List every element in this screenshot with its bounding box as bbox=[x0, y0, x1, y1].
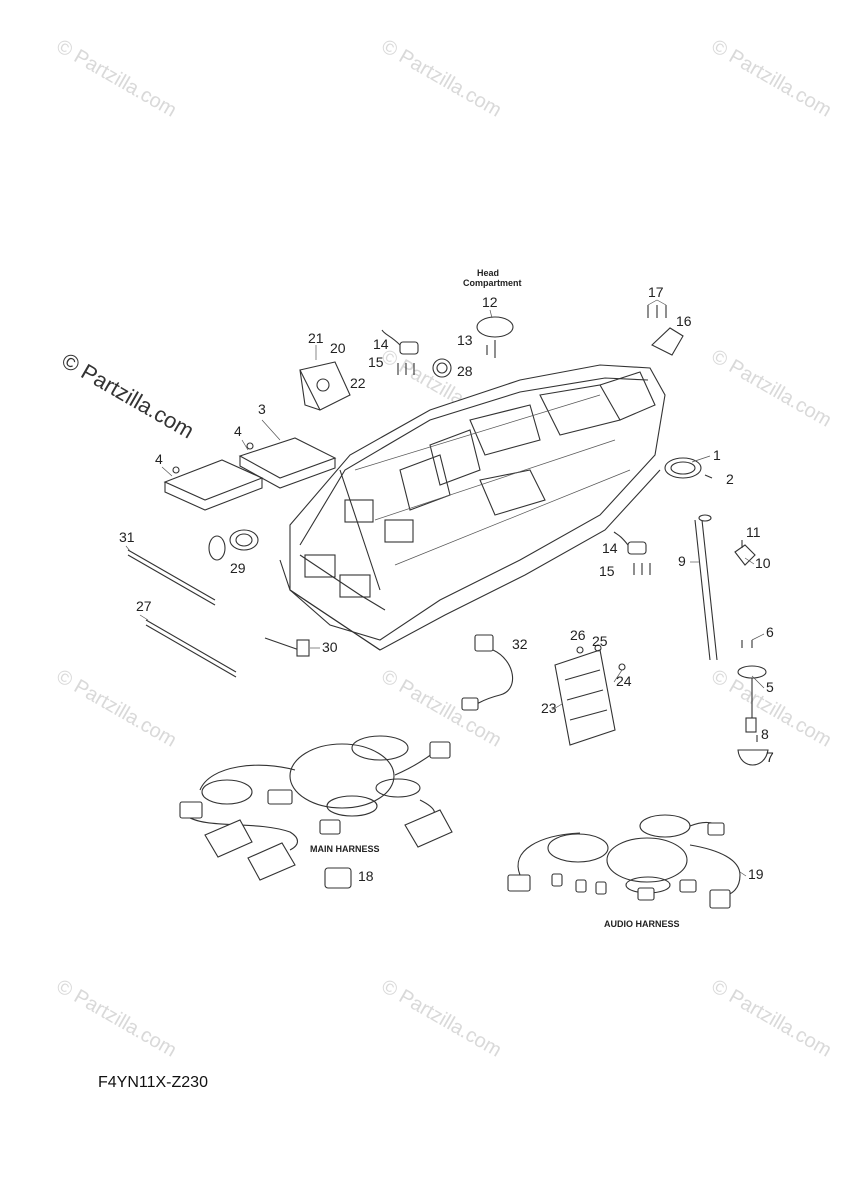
callout-label: 15 bbox=[368, 354, 384, 370]
callout-label: 2 bbox=[726, 471, 734, 487]
callout-label: 9 bbox=[678, 553, 686, 569]
callout-label: 20 bbox=[330, 340, 346, 356]
head-compartment-label: Head bbox=[477, 268, 499, 278]
watermark-dark: © Partzilla.com bbox=[58, 348, 199, 444]
callout-label: 3 bbox=[258, 401, 266, 417]
head-compartment-light bbox=[476, 316, 514, 358]
callout-label: 29 bbox=[230, 560, 246, 576]
callout-label: 4 bbox=[234, 423, 242, 439]
callout-label: 6 bbox=[766, 624, 774, 640]
control-unit bbox=[554, 644, 626, 746]
callout-label: 8 bbox=[761, 726, 769, 742]
battery-tray-parts bbox=[163, 437, 337, 511]
sensor-30 bbox=[264, 637, 310, 657]
callout-label: 5 bbox=[766, 679, 774, 695]
callout-label: 28 bbox=[457, 363, 473, 379]
leader-lines bbox=[125, 299, 765, 877]
callout-label: 24 bbox=[616, 673, 632, 689]
callout-label: 15 bbox=[599, 563, 615, 579]
callout-label: 17 bbox=[648, 284, 664, 300]
callout-label: 10 bbox=[755, 555, 771, 571]
switch-mid bbox=[613, 531, 651, 575]
audio-harness bbox=[507, 814, 741, 909]
switch-upper bbox=[381, 329, 419, 375]
watermark: © Partzilla.com bbox=[708, 975, 836, 1061]
callout-label: 19 bbox=[748, 866, 764, 882]
callout-label: 22 bbox=[350, 375, 366, 391]
callout-label: 32 bbox=[512, 636, 528, 652]
callout-label: 27 bbox=[136, 598, 152, 614]
watermark: © Partzilla.com bbox=[53, 665, 181, 751]
watermark: © Partzilla.com bbox=[708, 35, 836, 121]
callout-label: 12 bbox=[482, 294, 498, 310]
main-harness-label: MAIN HARNESS bbox=[310, 844, 380, 854]
outlet-socket bbox=[208, 529, 259, 561]
main-harness bbox=[179, 735, 453, 889]
callout-label: 23 bbox=[541, 700, 557, 716]
watermark: © Partzilla.com bbox=[53, 35, 181, 121]
callout-label: 7 bbox=[766, 749, 774, 765]
watermark: © Partzilla.com bbox=[378, 35, 506, 121]
callout-label: 4 bbox=[155, 451, 163, 467]
head-compartment-label: Compartment bbox=[463, 278, 522, 288]
watermark: © Partzilla.com bbox=[708, 345, 836, 431]
fuel-sender-parts bbox=[737, 640, 769, 766]
callout-label: 14 bbox=[373, 336, 389, 352]
callout-label: 13 bbox=[457, 332, 473, 348]
callout-labels: 1 2 3 4 4 5 6 7 8 9 10 11 12 13 14 14 15… bbox=[119, 284, 774, 884]
antenna-mast bbox=[694, 514, 756, 661]
watermark: © Partzilla.com bbox=[53, 975, 181, 1061]
callout-label: 1 bbox=[713, 447, 721, 463]
callout-label: 11 bbox=[746, 524, 761, 540]
watermark: © Partzilla.com bbox=[378, 975, 506, 1061]
callout-label: 25 bbox=[592, 633, 608, 649]
audio-harness-label: AUDIO HARNESS bbox=[604, 919, 680, 929]
callout-label: 14 bbox=[602, 540, 618, 556]
boat-hull-illustration bbox=[279, 364, 666, 651]
relay-block bbox=[299, 361, 351, 411]
usb-outlet bbox=[432, 358, 452, 378]
horn-parts bbox=[647, 305, 684, 356]
callout-label: 16 bbox=[676, 313, 692, 329]
callout-label: 21 bbox=[308, 330, 324, 346]
callout-label: 31 bbox=[119, 529, 135, 545]
ground-cables bbox=[127, 549, 237, 678]
speaker-grill bbox=[664, 457, 713, 479]
connector-32 bbox=[461, 634, 514, 711]
callout-label: 26 bbox=[570, 627, 586, 643]
callout-label: 30 bbox=[322, 639, 338, 655]
callout-label: 18 bbox=[358, 868, 374, 884]
diagram-code: F4YN11X-Z230 bbox=[98, 1074, 208, 1091]
